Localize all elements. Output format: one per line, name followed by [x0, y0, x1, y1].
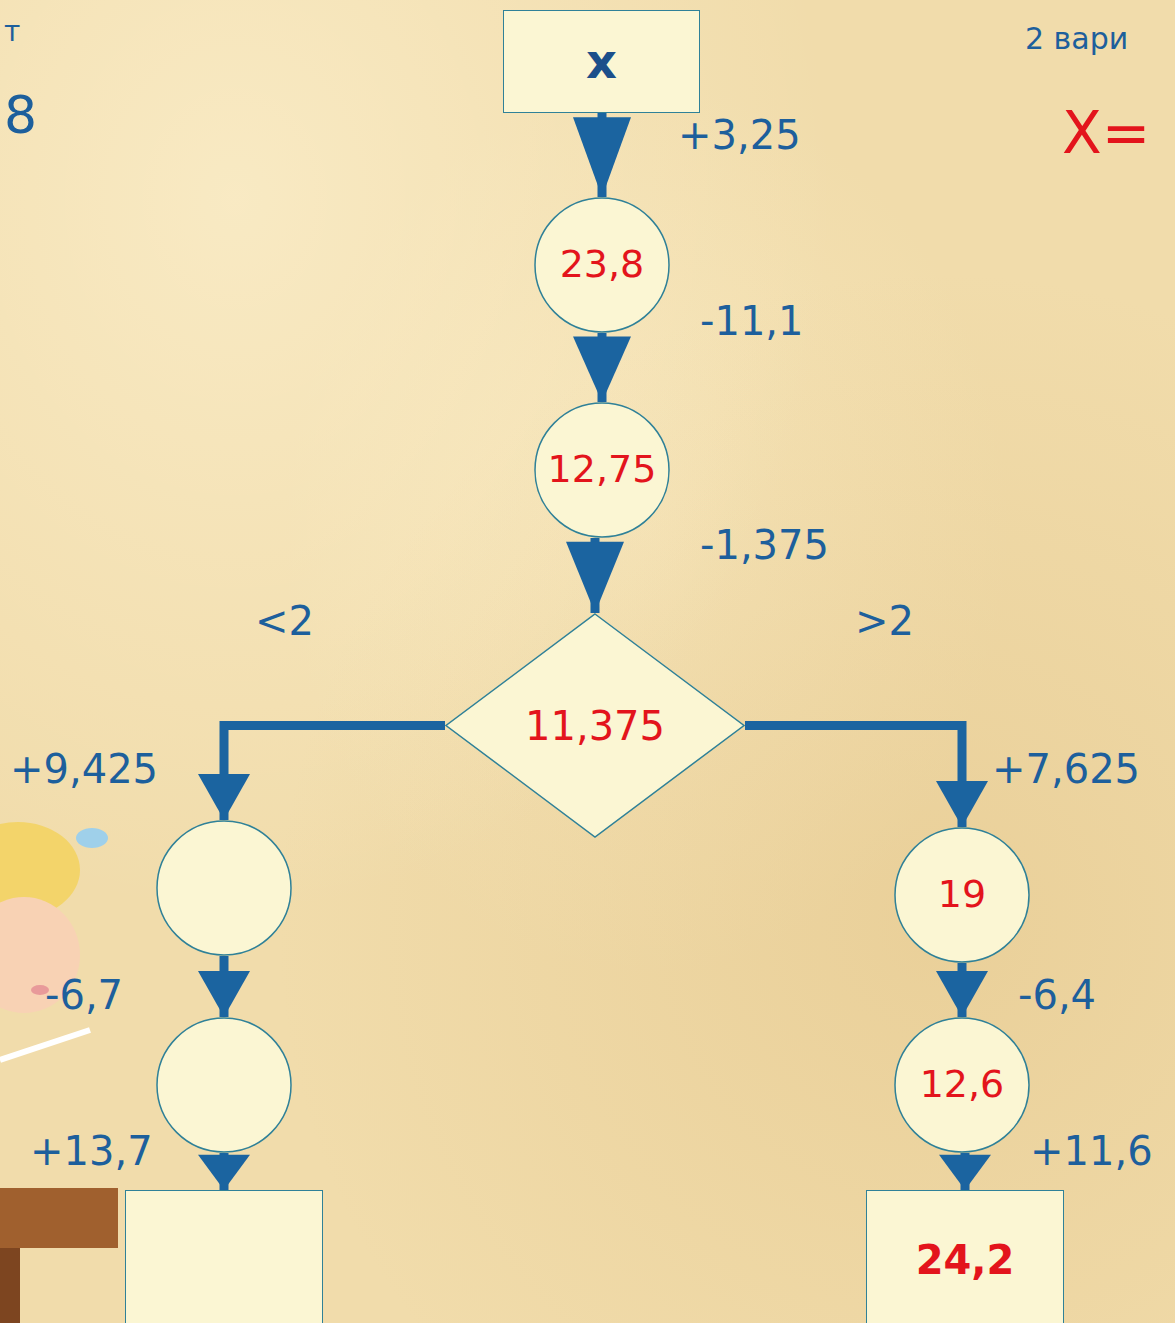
- arrow-head: [198, 1155, 250, 1190]
- flow-arrow: [745, 726, 988, 828]
- flow-arrow: [939, 1153, 991, 1190]
- operation-label: +7,625: [992, 746, 1140, 792]
- flow-arrow: [566, 538, 624, 613]
- operation-label: -1,375: [700, 522, 829, 568]
- operation-label: -6,7: [45, 972, 123, 1018]
- arrow-head: [936, 971, 988, 1017]
- flow-line: [745, 726, 962, 828]
- node-outline: [157, 1018, 291, 1152]
- operation-label: -6,4: [1018, 972, 1096, 1018]
- arrow-head: [573, 117, 631, 197]
- flow-line: [224, 726, 445, 821]
- arrow-head: [573, 336, 631, 402]
- node-outline: [446, 614, 744, 837]
- flow-arrow: [573, 333, 631, 402]
- node-value: 19: [938, 873, 986, 917]
- node-value: 12,75: [548, 448, 657, 492]
- arrow-head: [939, 1155, 991, 1190]
- girl-bow: [76, 828, 108, 848]
- operation-label: +9,425: [10, 746, 158, 792]
- value-circle: 12,75: [534, 402, 670, 538]
- arrow-head: [566, 542, 624, 613]
- operation-label: -11,1: [700, 298, 804, 344]
- node-outline: [895, 828, 1029, 962]
- node-outline: [157, 821, 291, 955]
- value-circle: [156, 1017, 292, 1153]
- arrow-head: [936, 781, 988, 827]
- node-outline: [895, 1018, 1029, 1152]
- flow-arrow: [936, 963, 988, 1017]
- value-box: 24,2: [866, 1190, 1064, 1323]
- circle-outline: [156, 1017, 292, 1153]
- node-outline: [535, 198, 669, 332]
- node-value: 12,6: [920, 1063, 1005, 1107]
- flow-arrow: [198, 726, 445, 821]
- value-circle: 19: [894, 827, 1030, 963]
- node-value: 24,2: [916, 1237, 1015, 1283]
- node-value: x: [586, 34, 617, 89]
- flow-arrow: [198, 956, 250, 1017]
- note-label: X=: [1062, 100, 1150, 167]
- value-circle: 23,8: [534, 197, 670, 333]
- flow-arrow: [573, 113, 631, 197]
- flow-arrow: [198, 1153, 250, 1190]
- value-circle: [156, 820, 292, 956]
- value-circle: 12,6: [894, 1017, 1030, 1153]
- operation-label: +13,7: [30, 1128, 153, 1174]
- note-label: т: [4, 16, 20, 48]
- operation-label: +11,6: [1030, 1128, 1153, 1174]
- operation-label: +3,25: [678, 112, 801, 158]
- note-label: <2: [255, 598, 314, 644]
- circle-outline: [156, 820, 292, 956]
- girl-pencil: [0, 1030, 90, 1060]
- desk-leg: [0, 1248, 20, 1323]
- decision-diamond: 11,375: [445, 613, 745, 838]
- note-label: >2: [855, 598, 914, 644]
- school-desk: [0, 1188, 118, 1248]
- arrow-head: [198, 774, 250, 820]
- note-label: 8: [4, 86, 37, 146]
- arrow-head: [198, 971, 250, 1017]
- node-outline: [535, 403, 669, 537]
- note-label: 2 вари: [1025, 22, 1128, 57]
- value-box: x: [503, 10, 700, 113]
- value-box: [125, 1190, 323, 1323]
- node-value: 11,375: [525, 703, 665, 749]
- node-value: 23,8: [560, 243, 645, 287]
